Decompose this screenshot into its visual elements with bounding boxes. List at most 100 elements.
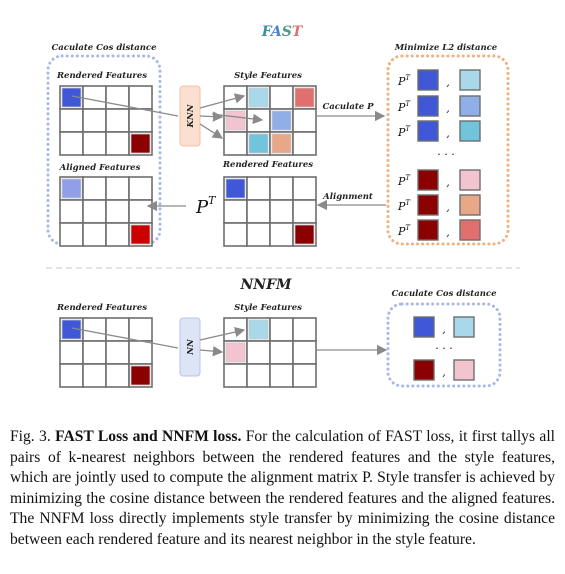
- pair-swatch: [417, 69, 439, 91]
- grid-cell: [105, 340, 130, 365]
- grid-cell: [292, 108, 317, 133]
- grid-cell: [223, 85, 248, 110]
- grid-cell: [269, 317, 294, 342]
- grid-cell: [292, 199, 317, 224]
- grid-cell: [292, 131, 317, 156]
- style-features-label: Style Features: [234, 71, 302, 81]
- pair-comma: ,: [446, 226, 450, 239]
- grid-cell: [223, 199, 248, 224]
- pair-swatch: [417, 169, 439, 191]
- caption-text: For the calculation of FAST loss, it fir…: [10, 428, 555, 548]
- nn-label: NN: [186, 338, 196, 356]
- figure-caption: Fig. 3. FAST Loss and NNFM loss. For the…: [10, 427, 555, 550]
- feature-cell: [130, 224, 151, 245]
- grid-cell: [128, 199, 153, 224]
- grid-cell: [128, 85, 153, 110]
- grid-cell: [59, 363, 84, 388]
- grid-cell: [82, 131, 107, 156]
- pair-swatch: [459, 69, 481, 91]
- pair-comma: ,: [446, 127, 450, 140]
- grid-cell: [59, 222, 84, 247]
- pair-swatch: [459, 95, 481, 117]
- nnfm-pair-comma: ,: [442, 323, 446, 336]
- feature-cell: [130, 133, 151, 154]
- grid-cell: [59, 340, 84, 365]
- l2-distance-label: Minimize L2 distance: [394, 43, 498, 53]
- caption-bold: FAST Loss and NNFM loss.: [55, 428, 242, 445]
- grid-cell: [105, 176, 130, 201]
- pt-label: PT: [397, 125, 411, 139]
- grid-cell: [82, 340, 107, 365]
- nnfm-pairs-list: ,,: [413, 316, 475, 381]
- nnfm-pairs-dots: · · ·: [435, 342, 452, 355]
- grid-cell: [223, 363, 248, 388]
- rendered-features-label: Rendered Features: [56, 71, 147, 81]
- grid-cell: [246, 340, 271, 365]
- pt-label: PT: [397, 74, 411, 88]
- feature-cell: [61, 178, 82, 199]
- nnfm-pair-swatch: [413, 359, 435, 381]
- pt-label: PT: [397, 224, 411, 238]
- pt-center-label: PT: [195, 194, 217, 218]
- pairs-dots: · · ·: [437, 148, 454, 161]
- grid-cell: [292, 340, 317, 365]
- grid-cell: [292, 317, 317, 342]
- aligned-features-label: Aligned Features: [59, 163, 141, 173]
- pt-label: PT: [397, 100, 411, 114]
- grid-cell: [246, 363, 271, 388]
- grid-cell: [246, 176, 271, 201]
- grid-cell: [246, 199, 271, 224]
- feature-cell: [248, 87, 269, 108]
- pair-swatch: [417, 194, 439, 216]
- grid-cell: [269, 85, 294, 110]
- rendered-features-mid-grid: [223, 176, 317, 247]
- grid-cell: [128, 340, 153, 365]
- grid-cell: [269, 176, 294, 201]
- feature-cell: [271, 133, 292, 154]
- grid-cell: [82, 363, 107, 388]
- fast-nnfm-diagram: FAST Caculate Cos distance Rendered Feat…: [46, 24, 520, 388]
- nnfm-rendered-grid: [59, 317, 153, 388]
- grid-cell: [246, 108, 271, 133]
- grid-cell: [269, 199, 294, 224]
- grid-cell: [82, 199, 107, 224]
- grid-cell: [59, 131, 84, 156]
- caculate-p-label: Caculate P: [322, 102, 374, 112]
- pair-swatch: [459, 219, 481, 241]
- grid-cell: [82, 85, 107, 110]
- pairs-list: PT,PT,PT,PT,PT,PT,: [397, 69, 481, 241]
- nnfm-pair-swatch: [453, 359, 475, 381]
- grid-cell: [223, 222, 248, 247]
- style-features-grid: [223, 85, 317, 156]
- pair-swatch: [417, 219, 439, 241]
- grid-cell: [128, 176, 153, 201]
- feature-cell: [271, 110, 292, 131]
- pair-swatch: [459, 169, 481, 191]
- nnfm-style-grid: [223, 317, 317, 388]
- feature-cell: [225, 110, 246, 131]
- grid-cell: [128, 108, 153, 133]
- nnfm-pair-comma: ,: [442, 366, 446, 379]
- grid-cell: [269, 222, 294, 247]
- grid-cell: [82, 176, 107, 201]
- fast-title: FAST: [261, 24, 304, 40]
- pair-swatch: [459, 194, 481, 216]
- aligned-features-grid: [59, 176, 153, 247]
- grid-cell: [82, 317, 107, 342]
- grid-cell: [105, 131, 130, 156]
- caption-fig: Fig. 3.: [10, 428, 51, 445]
- alignment-label: Alignment: [322, 192, 373, 202]
- feature-cell: [248, 319, 269, 340]
- nnfm-rendered-label: Rendered Features: [56, 303, 147, 313]
- grid-cell: [105, 222, 130, 247]
- grid-cell: [269, 363, 294, 388]
- grid-cell: [105, 108, 130, 133]
- cos-distance-label: Caculate Cos distance: [52, 43, 158, 53]
- grid-cell: [105, 363, 130, 388]
- grid-cell: [128, 317, 153, 342]
- pair-comma: ,: [446, 76, 450, 89]
- grid-cell: [59, 199, 84, 224]
- pt-label: PT: [397, 174, 411, 188]
- pair-comma: ,: [446, 102, 450, 115]
- rendered-features-mid-label: Rendered Features: [222, 160, 313, 170]
